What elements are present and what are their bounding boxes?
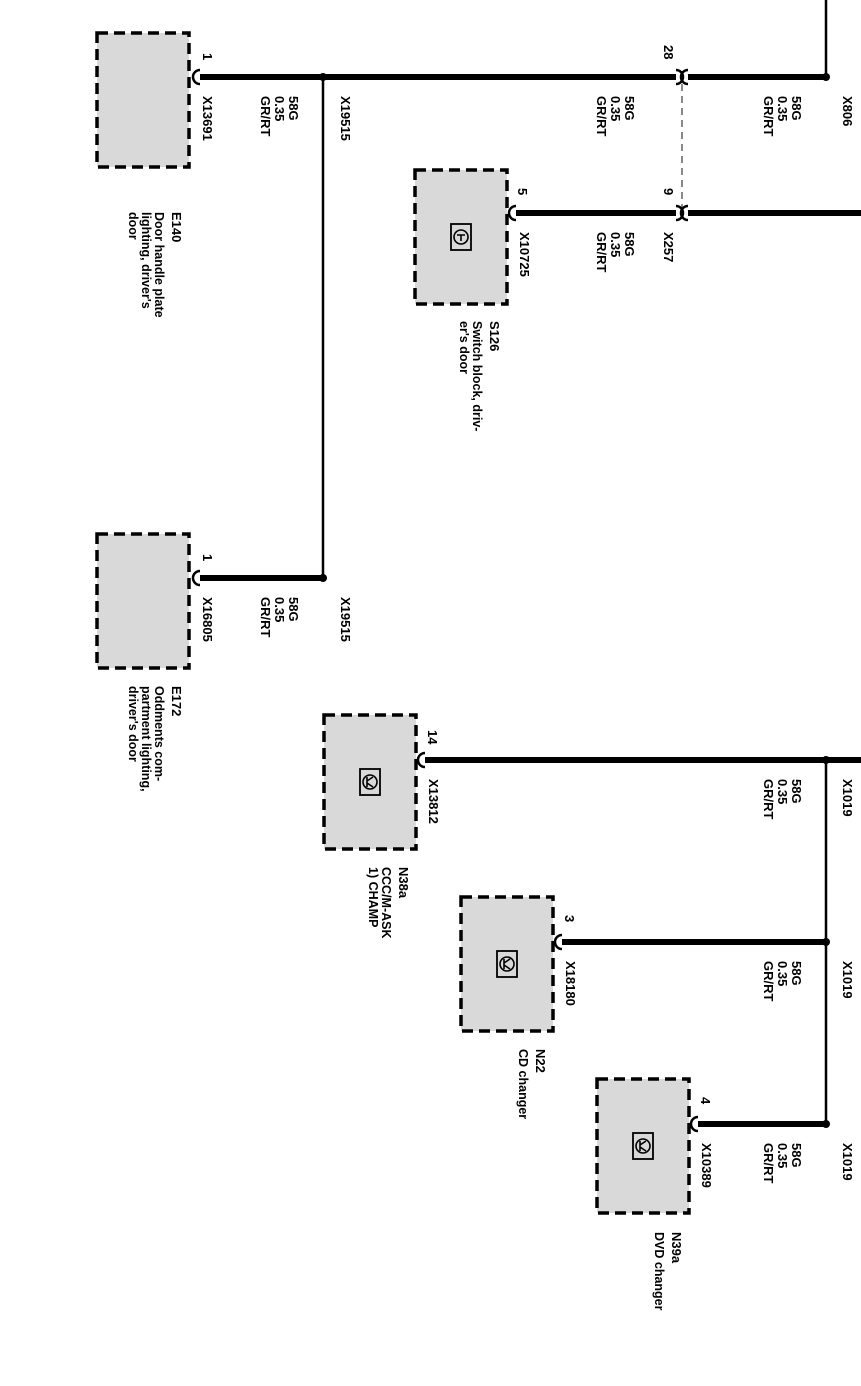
wire-signal-s126: 58G bbox=[622, 232, 637, 257]
component-desc-e172-3: driver's door bbox=[126, 686, 140, 762]
wire-size-n39a: 0.35 bbox=[775, 1143, 790, 1168]
connector-label-x13812: X13812 bbox=[426, 779, 441, 824]
pin-label-s126: 5 bbox=[515, 188, 530, 195]
connector-hooks bbox=[191, 68, 699, 1133]
hook-x257-b-left bbox=[675, 204, 685, 222]
component-desc-s126-2: er's door bbox=[457, 321, 471, 374]
hook-n39a bbox=[689, 1115, 699, 1133]
transistor-symbol-n38a bbox=[359, 768, 381, 796]
wire-size-n22: 0.35 bbox=[775, 961, 790, 986]
wire-size-s126: 0.35 bbox=[608, 232, 623, 257]
hook-n38a bbox=[416, 751, 426, 769]
wire-size-x806: 0.35 bbox=[775, 96, 790, 121]
connector-label-x16805: X16805 bbox=[200, 597, 215, 642]
splice-label-x19515-top: X19515 bbox=[338, 96, 353, 141]
pin-label-e140: 1 bbox=[200, 53, 215, 60]
splice-dots bbox=[319, 73, 830, 1128]
wire-size-e172: 0.35 bbox=[272, 597, 287, 622]
component-desc-e140-1: Door handle plate bbox=[152, 212, 166, 318]
switch-symbol-s126 bbox=[450, 223, 472, 251]
component-e172-box bbox=[95, 532, 191, 670]
wire-color-e172: GR/RT bbox=[258, 597, 273, 638]
component-desc-n39a-1: DVD changer bbox=[652, 1232, 666, 1311]
component-desc-e140-2: lighting, driver's bbox=[139, 212, 153, 309]
component-id-s126: S126 bbox=[487, 321, 502, 351]
wire-signal-e140: 58G bbox=[286, 96, 301, 121]
wire-color-n39a: GR/RT bbox=[761, 1143, 776, 1184]
hook-s126 bbox=[507, 204, 517, 222]
wire-size-x257-left: 0.35 bbox=[608, 96, 623, 121]
splice-dot-x1019-c bbox=[822, 1120, 830, 1128]
hook-e140 bbox=[191, 68, 201, 86]
wire-signal-e172: 58G bbox=[286, 597, 301, 622]
splice-dot-x19515-bottom bbox=[319, 574, 327, 582]
connector-label-x13691: X13691 bbox=[200, 96, 215, 141]
connector-label-x10389: X10389 bbox=[699, 1143, 714, 1188]
component-id-n39a: N39a bbox=[669, 1232, 684, 1264]
wires bbox=[200, 0, 861, 1127]
hook-x257-b-right bbox=[679, 204, 689, 222]
component-e140-box bbox=[95, 31, 191, 169]
wire-color-e140: GR/RT bbox=[258, 96, 273, 137]
wire-signal-n38a: 58G bbox=[789, 779, 804, 804]
connector-label-x257: X257 bbox=[661, 232, 676, 262]
wire-signal-x806: 58G bbox=[789, 96, 804, 121]
pin-label-n38a: 14 bbox=[425, 730, 440, 745]
splice-label-x1019-a: X1019 bbox=[840, 779, 855, 817]
splice-dot-x806 bbox=[822, 73, 830, 81]
wire-color-n38a: GR/RT bbox=[761, 779, 776, 820]
component-id-n38a: N38a bbox=[396, 867, 411, 899]
component-id-e172: E172 bbox=[169, 686, 184, 716]
component-desc-e140-3: door bbox=[126, 212, 140, 240]
hook-e172 bbox=[191, 569, 201, 587]
hook-n22 bbox=[553, 933, 563, 951]
component-desc-s126-1: Switch block, driv- bbox=[470, 321, 484, 431]
component-desc-n38a-2: 1) CHAMP bbox=[366, 867, 380, 927]
component-desc-n22-1: CD changer bbox=[516, 1049, 530, 1119]
connector-label-x10725: X10725 bbox=[517, 232, 532, 277]
component-id-n22: N22 bbox=[533, 1049, 548, 1073]
component-desc-n38a-1: CCC/M-ASK bbox=[379, 867, 393, 939]
wire-color-n22: GR/RT bbox=[761, 961, 776, 1002]
pin-label-x257-28: 28 bbox=[661, 45, 676, 59]
hook-x257-a-left bbox=[675, 68, 685, 86]
splice-dot-x1019-a bbox=[822, 756, 830, 764]
transistor-symbol-n39a bbox=[632, 1132, 654, 1160]
component-desc-e172-2: partment lighting, bbox=[139, 686, 153, 792]
splice-label-x1019-c: X1019 bbox=[840, 1143, 855, 1181]
wire-signal-n39a: 58G bbox=[789, 1143, 804, 1168]
wire-size-e140: 0.35 bbox=[272, 96, 287, 121]
splice-label-x1019-b: X1019 bbox=[840, 961, 855, 999]
component-desc-e172-1: Oddments com- bbox=[152, 686, 166, 781]
transistor-symbol-n22 bbox=[496, 950, 518, 978]
pin-label-e172: 1 bbox=[200, 554, 215, 561]
pin-label-n39a: 4 bbox=[698, 1097, 713, 1105]
wire-signal-x257-left: 58G bbox=[622, 96, 637, 121]
wire-signal-n22: 58G bbox=[789, 961, 804, 986]
hook-x257-a-right bbox=[679, 68, 689, 86]
wire-color-x257-left: GR/RT bbox=[594, 96, 609, 137]
splice-label-x806: X806 bbox=[840, 96, 855, 126]
splice-dot-x19515-top bbox=[319, 73, 327, 81]
splice-label-x19515-bottom: X19515 bbox=[338, 597, 353, 642]
splice-dot-x1019-b bbox=[822, 938, 830, 946]
wire-size-n38a: 0.35 bbox=[775, 779, 790, 804]
wire-color-x806: GR/RT bbox=[761, 96, 776, 137]
connector-label-x18180: X18180 bbox=[563, 961, 578, 1006]
pin-label-n22: 3 bbox=[562, 915, 577, 922]
pin-label-x257-9: 9 bbox=[661, 188, 676, 195]
component-id-e140: E140 bbox=[169, 212, 184, 242]
wire-color-s126: GR/RT bbox=[594, 232, 609, 273]
